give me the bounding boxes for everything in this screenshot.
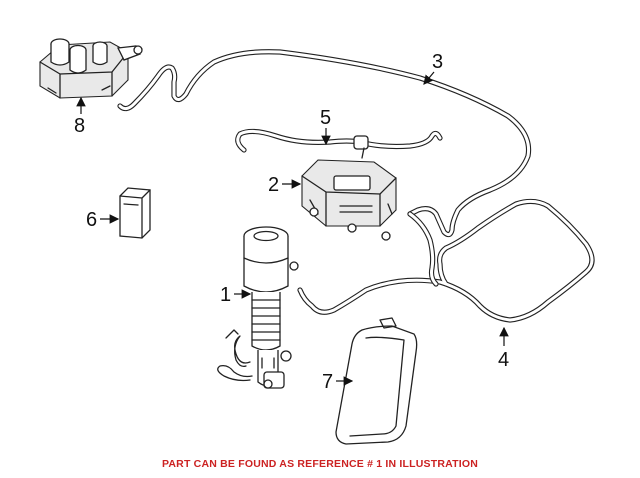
- compressor-bracket-part-2: [301, 159, 397, 241]
- callout-number-4: 4: [498, 349, 509, 371]
- callout-number-2: 2: [268, 174, 279, 196]
- callout-5: 5: [320, 107, 331, 146]
- callout-1: 1: [220, 284, 252, 306]
- reference-caption: PART CAN BE FOUND AS REFERENCE # 1 IN IL…: [161, 458, 479, 470]
- cover-panel-part-7: [335, 317, 418, 445]
- callout-number-6: 6: [86, 209, 97, 231]
- callout-number-3: 3: [432, 51, 443, 73]
- callout-2: 2: [268, 174, 302, 196]
- callout-number-5: 5: [320, 107, 331, 129]
- callout-number-7: 7: [322, 371, 333, 393]
- callout-number-8: 8: [74, 115, 85, 137]
- valve-block-part-8: [39, 38, 143, 99]
- air-line-part-5: [235, 128, 443, 159]
- callout-8: 8: [74, 96, 86, 137]
- callout-7: 7: [322, 371, 354, 393]
- callout-4: 4: [498, 326, 509, 371]
- air-line-part-4: [297, 198, 595, 323]
- relay-part-6: [119, 187, 151, 239]
- callout-number-1: 1: [220, 284, 231, 306]
- air-strut-part-1: [217, 226, 299, 389]
- callout-6: 6: [86, 209, 120, 231]
- leader-arrow-3: [423, 71, 435, 85]
- air-line-part-3: [117, 49, 532, 238]
- callout-3: 3: [423, 51, 443, 85]
